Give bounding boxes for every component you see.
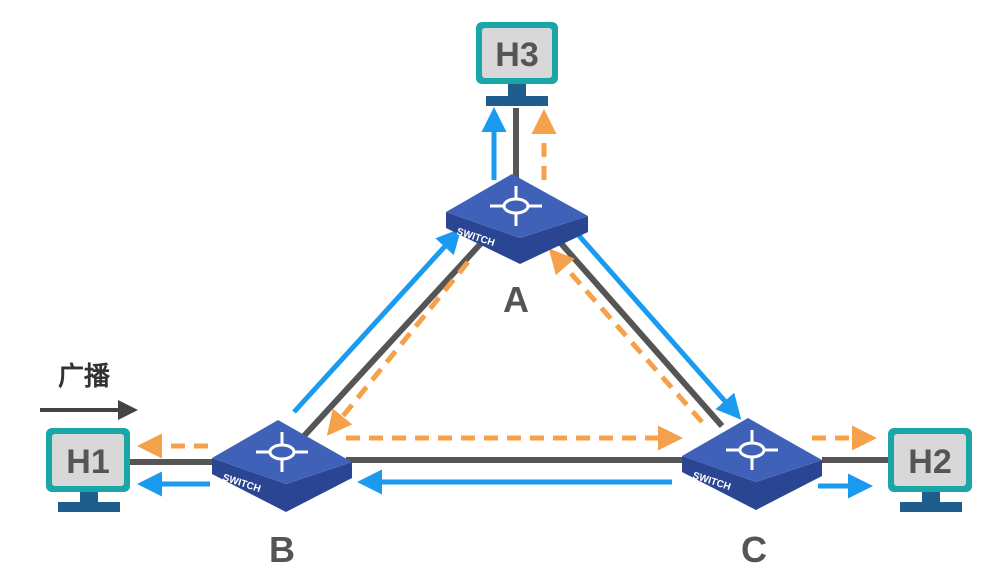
orange-flow (137, 109, 877, 459)
orange-arrow-c-to-a (548, 248, 704, 424)
host-label: H2 (908, 443, 951, 481)
switch-arrows-icon (256, 432, 308, 472)
switch-a[interactable]: SWITCH A (446, 174, 588, 320)
host-h3[interactable]: H3 (476, 22, 558, 106)
monitor-neck (922, 492, 940, 502)
host-h2[interactable]: H2 (888, 428, 972, 512)
monitor-base (486, 96, 548, 106)
switch-label: C (741, 529, 767, 570)
switch-c[interactable]: SWITCH C (682, 418, 822, 570)
monitor-neck (80, 492, 98, 502)
host-label: H3 (495, 36, 538, 74)
switch-top (212, 420, 352, 484)
blue-arrow-a-to-c (572, 228, 742, 420)
switch-arrows-icon (726, 430, 778, 470)
switch-top (682, 418, 822, 482)
host-label: H1 (66, 443, 109, 481)
switch-label: B (269, 529, 295, 570)
monitor-base (58, 502, 120, 512)
switch-arrows-icon (490, 186, 542, 226)
monitor-neck (508, 84, 526, 96)
links (130, 108, 888, 465)
switch-side (682, 456, 822, 510)
link-a-c (555, 238, 725, 428)
monitor-screen (482, 28, 552, 78)
switch-side (212, 458, 352, 512)
switch-top (446, 174, 588, 238)
host-h1[interactable]: H1 (46, 428, 130, 512)
monitor-screen (52, 434, 124, 486)
monitor-screen (894, 434, 966, 486)
broadcast-label: 广播 (58, 362, 111, 392)
switch-b[interactable]: SWITCH B (212, 420, 352, 570)
broadcast-indicator: 广播 (40, 362, 138, 420)
blue-flow (137, 107, 873, 499)
switch-label: A (503, 279, 529, 320)
link-a-b (301, 237, 487, 439)
switch-side (446, 212, 588, 264)
blue-arrow-b-to-a (292, 228, 462, 414)
monitor-base (900, 502, 962, 512)
orange-arrow-a-to-b (326, 260, 470, 436)
